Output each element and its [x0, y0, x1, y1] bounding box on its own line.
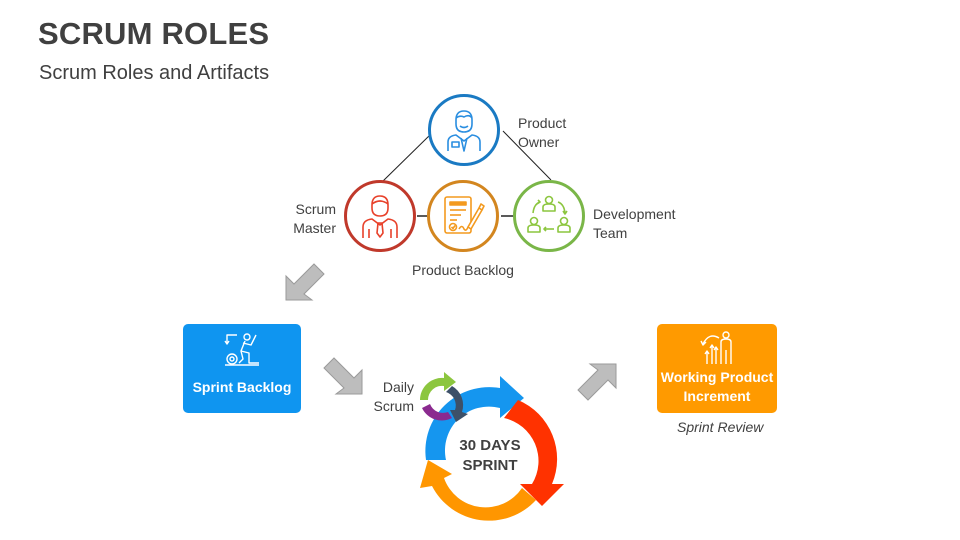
- development-team-circle: [513, 180, 585, 252]
- product-owner-label: Product Owner: [518, 115, 567, 150]
- arrow-up-right: [577, 363, 617, 401]
- team-cycle-icon: [527, 195, 571, 233]
- connector-owner-team: [502, 130, 552, 181]
- working-product-label-line2: Increment: [683, 388, 751, 404]
- product-backlog-label: Product Backlog: [412, 262, 514, 278]
- businessman-icon: [447, 110, 481, 152]
- daily-arc-slate: [446, 386, 468, 422]
- scrum-master-label: Scrum Master: [293, 201, 336, 236]
- page-title: SCRUM ROLES: [38, 16, 270, 51]
- daily-arc-purple: [422, 404, 452, 421]
- sprint-backlog-box: Sprint Backlog: [183, 324, 301, 413]
- document-signing-icon: [444, 196, 485, 234]
- sprint-backlog-label: Sprint Backlog: [192, 379, 292, 395]
- sprint-arc-blue: [425, 376, 524, 460]
- scrum-master-circle: [344, 180, 416, 252]
- development-team-label: Development Team: [593, 206, 676, 241]
- growth-person-icon: [700, 331, 732, 364]
- sprint-review-caption: Sprint Review: [677, 419, 764, 435]
- daily-scrum-label: Daily Scrum: [373, 379, 414, 414]
- working-product-label-line1: Working Product: [660, 369, 774, 385]
- daily-arc-green: [419, 372, 456, 400]
- product-owner-circle: [428, 94, 500, 166]
- connector-owner-master: [380, 132, 433, 184]
- page-subtitle: Scrum Roles and Artifacts: [39, 62, 270, 84]
- man-with-tie-icon: [362, 195, 398, 238]
- person-climbing-icon: [224, 333, 259, 366]
- sprint-arc-orange: [420, 460, 536, 521]
- sprint-arc-red: [504, 400, 564, 506]
- arrow-down-right: [323, 357, 363, 395]
- working-product-box: Working Product Increment: [657, 324, 777, 413]
- product-backlog-circle: [427, 180, 499, 252]
- sprint-cycle: [419, 372, 564, 521]
- sprint-center-label: 30 DAYS SPRINT: [459, 437, 521, 474]
- arrow-down-left: [285, 263, 325, 301]
